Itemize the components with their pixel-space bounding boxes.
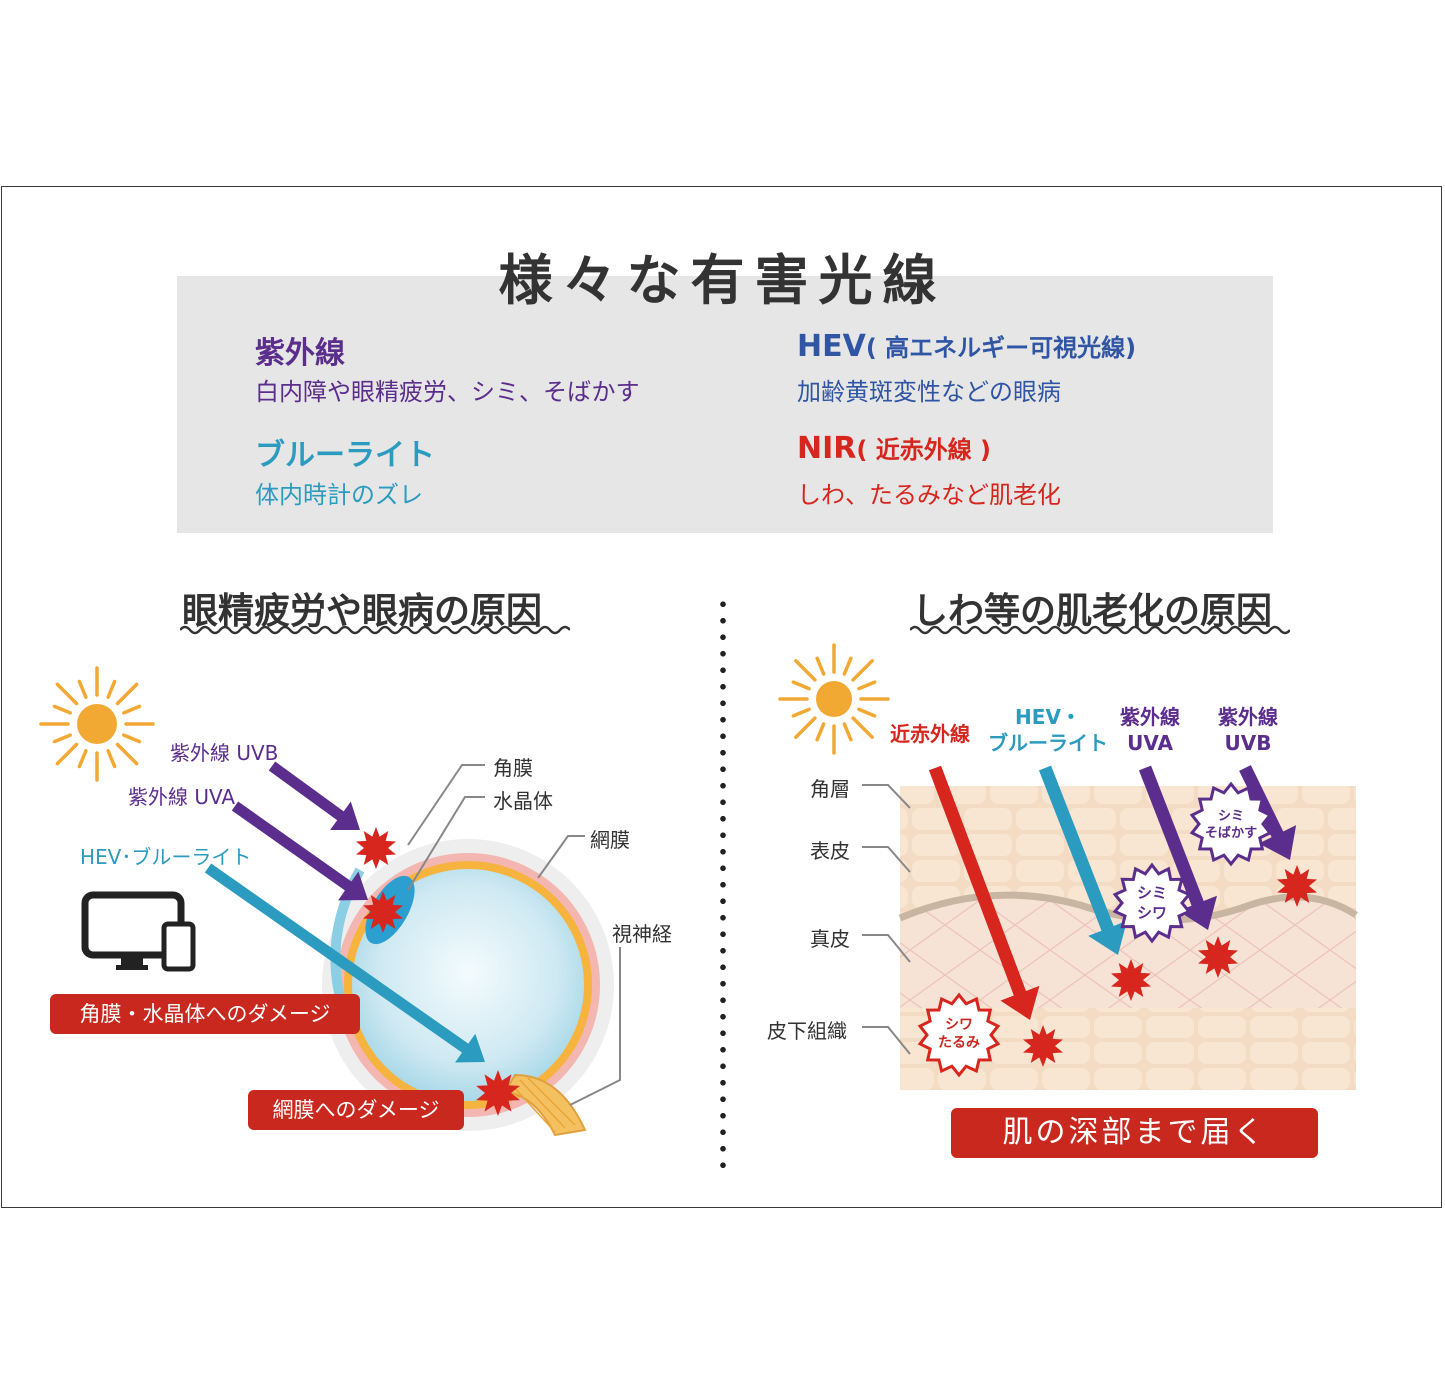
skin-ray-arrows — [928, 765, 1297, 1020]
uvb-effect-1: シミ — [1217, 809, 1244, 824]
skin-title-underline — [910, 625, 1290, 635]
eye-uvb-label: 紫外線 UVB — [170, 741, 279, 765]
lens-label: 水晶体 — [493, 789, 553, 813]
hev-arrow — [204, 863, 486, 1063]
uv-name: 紫外線 — [255, 336, 345, 371]
damage-burst — [1198, 936, 1238, 978]
skin-uva-line2: UVA — [1127, 731, 1173, 755]
nir-subtitle: ( 近赤外線 ) — [856, 436, 992, 464]
damage-burst — [476, 1070, 520, 1116]
sun-icon — [39, 666, 155, 782]
retina-label: 網膜 — [590, 828, 630, 852]
skin-depth-badge: 肌の深部まで届く — [951, 1108, 1318, 1158]
nir-effect-2: たるみ — [938, 1035, 980, 1051]
damage-burst — [1277, 865, 1317, 907]
optic-nerve-label: 視神経 — [612, 922, 672, 946]
uvb-effect-stamp — [1189, 781, 1273, 867]
uva-effect-2: シワ — [1136, 904, 1167, 922]
skin-uvb-line2: UVB — [1224, 731, 1272, 755]
hev-subtitle: ( 高エネルギー可視光線) — [865, 334, 1137, 362]
layer-stratum-corneum: 角層 — [810, 777, 850, 801]
uva-effect-text: シミ シワ — [1120, 883, 1184, 923]
damage-burst — [1023, 1025, 1063, 1067]
skin-hev-line1: HEV・ — [1015, 705, 1081, 729]
nir-effect-text: シワ たるみ — [925, 1016, 993, 1052]
uvb-arrow — [268, 761, 360, 830]
layer-subcutaneous: 皮下組織 — [767, 1019, 847, 1043]
sun-icon — [778, 643, 890, 755]
hev-description: 加齢黄斑変性などの眼病 — [797, 378, 1061, 406]
eye-part-leaders — [407, 764, 621, 1106]
bluelight-name: ブルーライト — [255, 438, 435, 473]
nir-effect-stamp — [917, 992, 1001, 1078]
hev-heading: HEV( 高エネルギー可視光線) — [797, 328, 1136, 364]
nir-description: しわ、たるみなど肌老化 — [797, 481, 1061, 509]
uva-effect-stamp — [1112, 862, 1192, 944]
page-title: 様々な有害光線 — [498, 249, 947, 312]
nir-effect-1: シワ — [945, 1017, 973, 1033]
skin-section-title: しわ等の肌老化の原因 — [912, 591, 1273, 632]
section-divider — [720, 596, 726, 1171]
uv-description: 白内障や眼精疲労、シミ、そばかす — [255, 378, 640, 406]
damage-burst — [363, 891, 403, 933]
ray-info-panel — [177, 276, 1273, 533]
cornea-label: 角膜 — [493, 756, 533, 780]
smartphone-icon — [161, 921, 196, 972]
skin-nir-text: 近赤外線 — [890, 722, 970, 746]
nir-name: NIR — [797, 431, 857, 466]
retina-damage-badge: 網膜へのダメージ — [248, 1090, 464, 1130]
layer-epidermis: 表皮 — [810, 839, 850, 863]
bluelight-description: 体内時計のズレ — [255, 481, 423, 509]
eye-ray-arrows — [204, 761, 486, 1063]
eye-title-underline — [180, 625, 570, 635]
uvb-effect-text: シミ そばかす — [1195, 808, 1267, 842]
uva-skin-arrow — [1138, 765, 1218, 930]
skin-layer-leaders — [862, 784, 911, 1055]
uvb-effect-2: そばかす — [1204, 826, 1258, 841]
nir-arrow — [928, 765, 1040, 1020]
layer-dermis: 真皮 — [810, 927, 850, 951]
cornea-lens-damage-badge: 角膜・水晶体へのダメージ — [50, 994, 360, 1034]
skin-nir-label: 近赤外線 — [882, 721, 978, 747]
uva-arrow — [231, 801, 368, 901]
skin-uvb-line1: 紫外線 — [1218, 705, 1278, 729]
damage-burst — [1111, 959, 1151, 1001]
eye-section-title: 眼精疲労や眼病の原因 — [182, 591, 543, 632]
nir-heading: NIR( 近赤外線 ) — [797, 430, 991, 466]
hev-name: HEV — [797, 329, 866, 364]
skin-uva-label: 紫外線 UVA — [1112, 704, 1188, 756]
skin-hev-label: HEV・ ブルーライト — [984, 704, 1112, 756]
eye-uva-label: 紫外線 UVA — [128, 785, 236, 809]
uv-heading: 紫外線 — [255, 328, 345, 372]
hev-skin-arrow — [1038, 765, 1127, 955]
eye-hev-label: HEV･ブルーライト — [80, 845, 252, 869]
eye-illustration — [322, 839, 614, 1137]
damage-burst — [356, 827, 396, 869]
skin-uvb-label: 紫外線 UVB — [1210, 704, 1286, 756]
bluelight-heading: ブルーライト — [255, 430, 435, 474]
skin-hev-line2: ブルーライト — [988, 731, 1108, 755]
skin-uva-line1: 紫外線 — [1120, 705, 1180, 729]
uva-effect-1: シミ — [1136, 884, 1167, 902]
